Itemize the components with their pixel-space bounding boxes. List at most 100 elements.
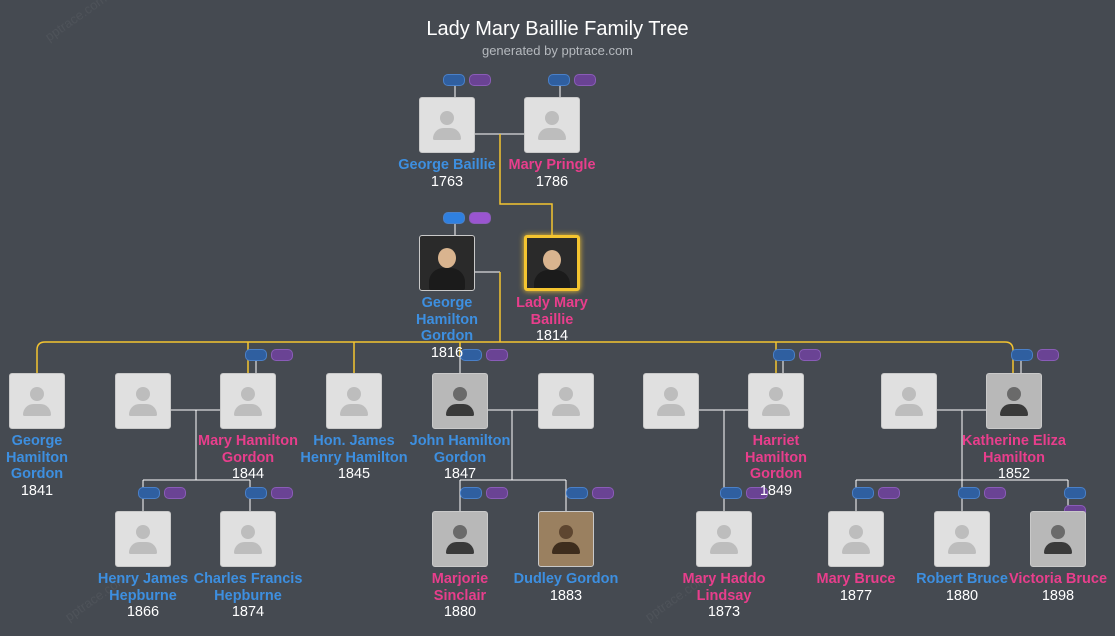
spouse-card[interactable] bbox=[854, 373, 964, 429]
person-placeholder-icon[interactable] bbox=[326, 373, 382, 429]
mother-toggle[interactable] bbox=[164, 487, 186, 499]
person-placeholder-icon[interactable] bbox=[643, 373, 699, 429]
person-card[interactable]: George Hamilton Gordon 1816 bbox=[392, 235, 502, 361]
person-card[interactable]: Charles Francis Hepburne 1874 bbox=[193, 511, 303, 621]
parents-toggle[interactable] bbox=[138, 487, 190, 499]
father-toggle[interactable] bbox=[566, 487, 588, 499]
person-card[interactable]: Mary Pringle 1786 bbox=[497, 97, 607, 190]
father-toggle[interactable] bbox=[548, 74, 570, 86]
person-name[interactable]: Mary Bruce bbox=[816, 571, 896, 587]
person-placeholder-icon[interactable] bbox=[538, 373, 594, 429]
parents-toggle[interactable] bbox=[443, 74, 495, 86]
person-name[interactable]: Mary Haddo Lindsay bbox=[682, 571, 766, 604]
person-name[interactable]: Henry James Hepburne bbox=[97, 571, 189, 604]
father-toggle[interactable] bbox=[720, 487, 742, 499]
person-card[interactable]: John Hamilton Gordon 1847 bbox=[405, 373, 515, 483]
person-name[interactable]: Dudley Gordon bbox=[513, 571, 619, 587]
parents-toggle[interactable] bbox=[460, 349, 512, 361]
mother-toggle[interactable] bbox=[1037, 349, 1059, 361]
person-name[interactable]: Mary Pringle bbox=[508, 157, 596, 173]
person-placeholder-icon[interactable] bbox=[115, 511, 171, 567]
parents-toggle[interactable] bbox=[245, 487, 297, 499]
mother-toggle[interactable] bbox=[271, 349, 293, 361]
mother-toggle[interactable] bbox=[799, 349, 821, 361]
person-card[interactable]: Marjorie Sinclair 1880 bbox=[405, 511, 515, 621]
person-name[interactable]: Harriet Hamilton Gordon bbox=[744, 433, 808, 482]
person-placeholder-icon[interactable] bbox=[881, 373, 937, 429]
person-placeholder-icon[interactable] bbox=[220, 373, 276, 429]
person-photo[interactable] bbox=[538, 511, 594, 567]
parents-toggle[interactable] bbox=[852, 487, 904, 499]
parents-toggle[interactable] bbox=[1064, 487, 1115, 517]
person-name[interactable]: George Hamilton Gordon bbox=[415, 295, 479, 344]
person-card-root[interactable]: Lady Mary Baillie 1814 bbox=[497, 235, 607, 345]
mother-toggle[interactable] bbox=[486, 349, 508, 361]
person-card[interactable]: George Hamilton Gordon 1841 bbox=[0, 373, 92, 499]
person-name[interactable]: Mary Hamilton Gordon bbox=[198, 433, 298, 466]
person-photo[interactable] bbox=[432, 511, 488, 567]
mother-toggle[interactable] bbox=[486, 487, 508, 499]
person-card[interactable]: Mary Haddo Lindsay 1873 bbox=[669, 511, 779, 621]
person-placeholder-icon[interactable] bbox=[748, 373, 804, 429]
person-photo[interactable] bbox=[419, 235, 475, 291]
person-placeholder-icon[interactable] bbox=[828, 511, 884, 567]
person-name[interactable]: Robert Bruce bbox=[916, 571, 1008, 587]
parents-toggle[interactable] bbox=[566, 487, 618, 499]
person-name[interactable]: John Hamilton Gordon bbox=[409, 433, 511, 466]
father-toggle[interactable] bbox=[773, 349, 795, 361]
person-name[interactable]: Hon. James Henry Hamilton bbox=[300, 433, 408, 466]
person-card[interactable]: George Baillie 1763 bbox=[392, 97, 502, 190]
person-name[interactable]: George Baillie bbox=[398, 157, 496, 173]
father-toggle[interactable] bbox=[138, 487, 160, 499]
father-toggle[interactable] bbox=[245, 349, 267, 361]
mother-toggle[interactable] bbox=[574, 74, 596, 86]
person-name[interactable]: Charles Francis Hepburne bbox=[193, 571, 303, 604]
mother-toggle[interactable] bbox=[592, 487, 614, 499]
father-toggle[interactable] bbox=[443, 212, 465, 224]
person-placeholder-icon[interactable] bbox=[524, 97, 580, 153]
father-toggle[interactable] bbox=[1011, 349, 1033, 361]
parents-toggle[interactable] bbox=[958, 487, 1010, 499]
person-card[interactable]: Henry James Hepburne 1866 bbox=[88, 511, 198, 621]
person-placeholder-icon[interactable] bbox=[696, 511, 752, 567]
person-card[interactable]: Mary Hamilton Gordon 1844 bbox=[193, 373, 303, 483]
parents-toggle[interactable] bbox=[460, 487, 512, 499]
father-toggle[interactable] bbox=[460, 487, 482, 499]
person-card[interactable]: Dudley Gordon 1883 bbox=[511, 511, 621, 604]
parents-toggle[interactable] bbox=[443, 212, 495, 224]
person-photo[interactable] bbox=[986, 373, 1042, 429]
person-name[interactable]: Katherine Eliza Hamilton bbox=[962, 433, 1066, 466]
person-placeholder-icon[interactable] bbox=[934, 511, 990, 567]
person-photo[interactable] bbox=[432, 373, 488, 429]
person-card[interactable]: Katherine Eliza Hamilton 1852 bbox=[959, 373, 1069, 483]
mother-toggle[interactable] bbox=[271, 487, 293, 499]
parents-toggle[interactable] bbox=[773, 349, 825, 361]
mother-toggle[interactable] bbox=[984, 487, 1006, 499]
father-toggle[interactable] bbox=[443, 74, 465, 86]
person-name[interactable]: Victoria Bruce bbox=[1008, 571, 1108, 587]
father-toggle[interactable] bbox=[852, 487, 874, 499]
person-card[interactable]: Robert Bruce 1880 bbox=[907, 511, 1017, 604]
mother-toggle[interactable] bbox=[469, 74, 491, 86]
person-card[interactable]: Mary Bruce 1877 bbox=[801, 511, 911, 604]
parents-toggle[interactable] bbox=[245, 349, 297, 361]
person-card[interactable]: Victoria Bruce 1898 bbox=[1004, 511, 1112, 604]
spouse-card[interactable] bbox=[88, 373, 198, 429]
person-placeholder-icon[interactable] bbox=[220, 511, 276, 567]
parents-toggle[interactable] bbox=[548, 74, 600, 86]
mother-toggle[interactable] bbox=[878, 487, 900, 499]
person-card[interactable]: Harriet Hamilton Gordon 1849 bbox=[721, 373, 831, 499]
person-photo[interactable] bbox=[524, 235, 580, 291]
spouse-card[interactable] bbox=[511, 373, 621, 429]
father-toggle[interactable] bbox=[245, 487, 267, 499]
person-card[interactable]: Hon. James Henry Hamilton 1845 bbox=[299, 373, 409, 483]
mother-toggle[interactable] bbox=[469, 212, 491, 224]
spouse-card[interactable] bbox=[616, 373, 726, 429]
father-toggle[interactable] bbox=[1064, 487, 1086, 499]
person-name[interactable]: Lady Mary Baillie bbox=[516, 295, 588, 328]
person-photo[interactable] bbox=[1030, 511, 1086, 567]
parents-toggle[interactable] bbox=[720, 487, 772, 499]
parents-toggle[interactable] bbox=[1011, 349, 1063, 361]
person-name[interactable]: George Hamilton Gordon bbox=[5, 433, 69, 482]
person-name[interactable]: Marjorie Sinclair bbox=[431, 571, 489, 604]
